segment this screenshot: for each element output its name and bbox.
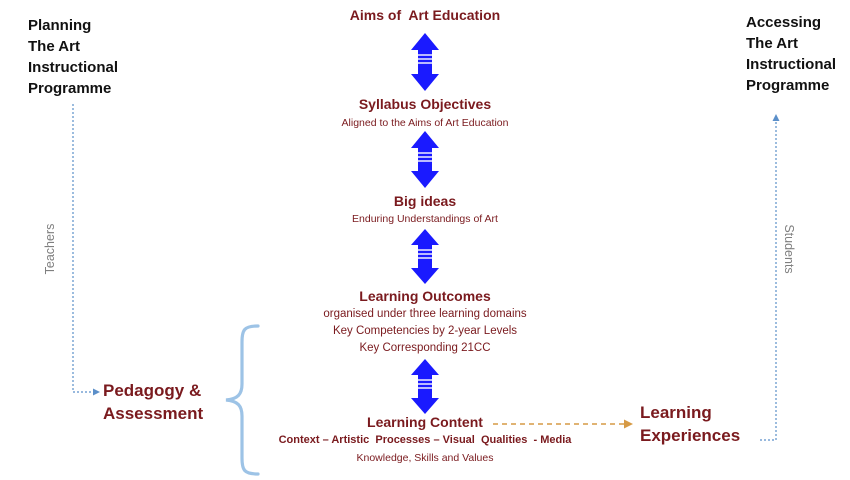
accessing-line-3: Instructional	[746, 56, 837, 73]
bigideas-subtitle: Enduring Understandings of Art	[352, 213, 498, 225]
planning-line-3: Instructional	[28, 59, 119, 76]
accessing-line-1: Accessing	[746, 14, 822, 31]
experiences-label: Learning Experiences	[640, 401, 740, 447]
planning-line-4: Programme	[28, 80, 112, 97]
planning-line-1: Planning	[28, 17, 92, 34]
students-connector	[760, 122, 777, 441]
double-arrow-icon	[411, 359, 439, 414]
outcomes-line-2: Key Competencies by 2-year Levels	[332, 325, 518, 337]
pedagogy-line-1: Pedagogy &	[103, 381, 202, 400]
teachers-connector	[72, 104, 94, 393]
curly-brace-icon	[225, 324, 260, 476]
double-arrow-icon	[411, 131, 439, 188]
syllabus-subtitle: Aligned to the Aims of Art Education	[341, 117, 509, 129]
outcomes-title: Learning Outcomes	[359, 288, 491, 304]
planning-line-2: The Art	[28, 38, 80, 55]
double-arrow-icon	[411, 229, 439, 284]
accessing-line-2: The Art	[746, 35, 798, 52]
pedagogy-line-2: Assessment	[103, 404, 204, 423]
content-subtitle: Context – Artistic Processes – Visual Qu…	[278, 434, 572, 446]
experiences-line-2: Experiences	[640, 426, 741, 445]
outcomes-line-3: Key Corresponding 21CC	[359, 342, 491, 354]
experiences-line-1: Learning	[640, 403, 712, 422]
bigideas-title: Big ideas	[393, 193, 457, 209]
accessing-line-4: Programme	[746, 77, 830, 94]
accessing-label: Accessing The Art Instructional Programm…	[746, 12, 836, 96]
content-to-experiences-arrowhead	[624, 419, 633, 429]
double-arrow-icon	[411, 33, 439, 91]
syllabus-title: Syllabus Objectives	[358, 96, 492, 112]
content-title: Learning Content	[367, 414, 483, 430]
teachers-arrowhead	[93, 388, 100, 396]
aims-title: Aims of Art Education	[349, 7, 501, 23]
students-arrowhead	[772, 114, 780, 121]
planning-label: Planning The Art Instructional Programme	[28, 15, 118, 99]
outcomes-line-1: organised under three learning domains	[323, 308, 527, 320]
content-detail: Knowledge, Skills and Values	[356, 452, 494, 464]
pedagogy-label: Pedagogy & Assessment	[103, 379, 203, 425]
